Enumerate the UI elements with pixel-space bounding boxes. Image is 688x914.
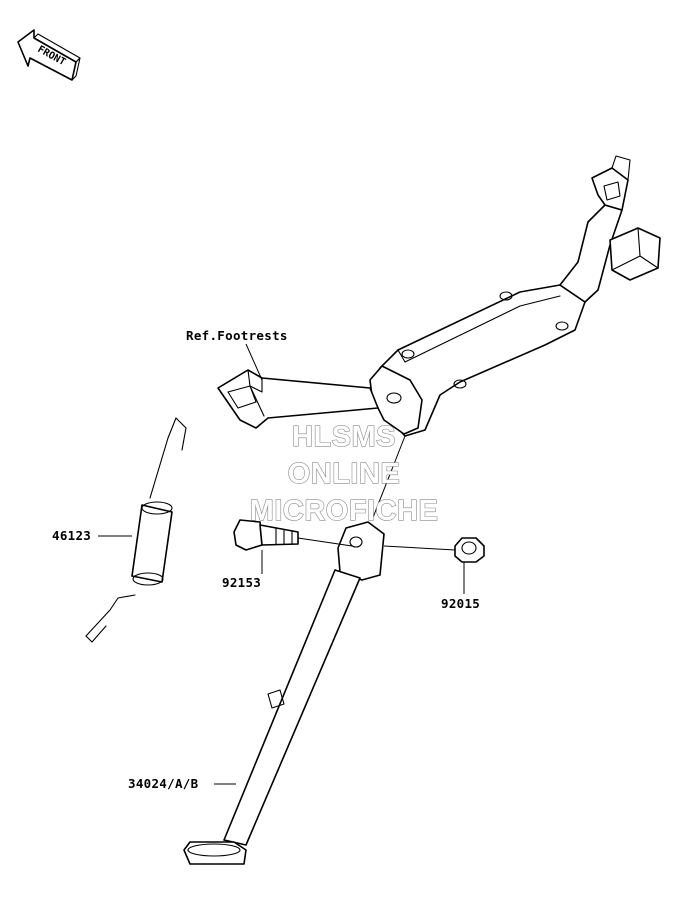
nut bbox=[454, 537, 485, 563]
label-46123: 46123 bbox=[52, 528, 91, 543]
side-stand bbox=[183, 521, 385, 865]
watermark-line-3: MICROFICHE bbox=[250, 495, 439, 527]
leader-lines bbox=[98, 343, 465, 785]
return-spring bbox=[85, 417, 187, 643]
front-arrow-icon: FRONT bbox=[17, 29, 81, 81]
watermark-line-2: ONLINE bbox=[288, 458, 401, 490]
label-92015: 92015 bbox=[441, 596, 480, 611]
label-92153: 92153 bbox=[222, 575, 261, 590]
watermark: HLSMS ONLINE MICROFICHE bbox=[249, 420, 439, 527]
pivot-bolt bbox=[233, 519, 299, 551]
watermark-line-1: HLSMS bbox=[292, 421, 396, 453]
stand-bracket bbox=[369, 155, 661, 437]
label-ref-footrests: Ref.Footrests bbox=[186, 328, 288, 343]
label-34024: 34024/A/B bbox=[128, 776, 199, 791]
footrest-reference bbox=[217, 369, 379, 429]
